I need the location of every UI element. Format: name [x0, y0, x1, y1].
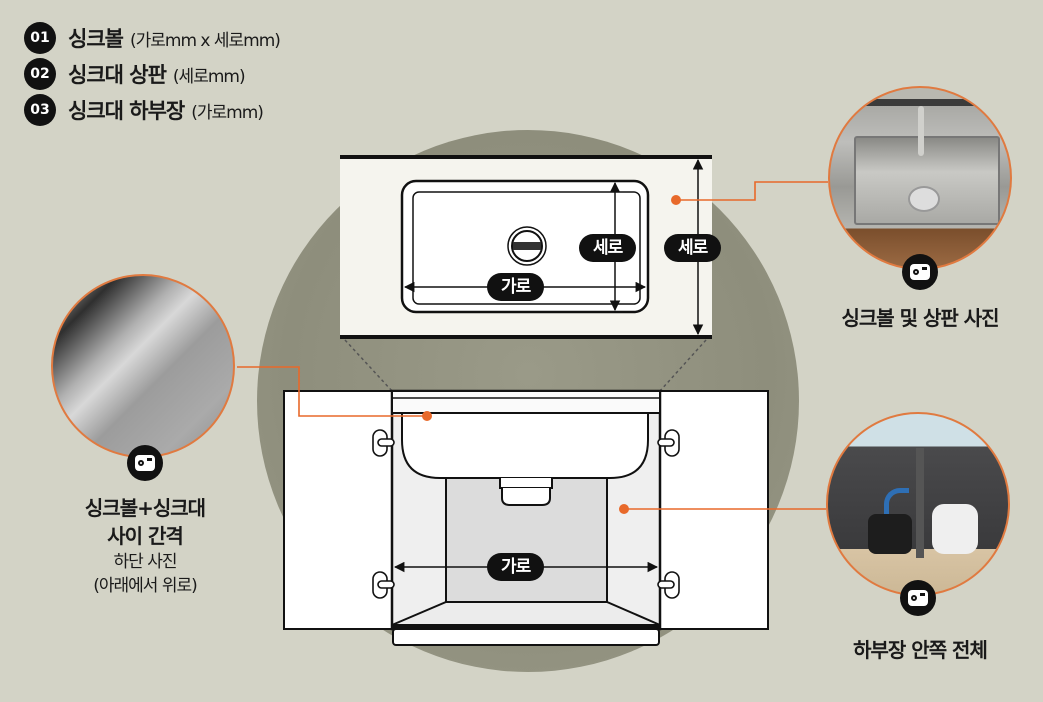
legend-sub: (가로mm)	[191, 102, 264, 123]
legend: 01 싱크볼 (가로mm x 세로mm) 02 싱크대 상판 (세로mm) 03…	[24, 20, 281, 128]
faucet-shape	[918, 106, 924, 156]
pump-shape	[868, 514, 912, 554]
legend-item-03: 03 싱크대 하부장 (가로mm)	[24, 92, 280, 128]
number-badge: 02	[24, 58, 56, 90]
countertop-top-view	[340, 155, 712, 339]
legend-title: 싱크대 상판	[68, 63, 167, 87]
pipe-shape	[884, 488, 909, 519]
camera-icon	[900, 580, 936, 616]
dimension-tag-counter-depth: 세로	[664, 234, 722, 262]
projection-lines	[344, 339, 707, 392]
caption-gap-sub2: (아래에서 위로)	[93, 576, 198, 596]
caption-gap-line2: 사이 간격	[107, 524, 184, 548]
camera-icon	[127, 445, 163, 481]
hinge-icons	[372, 429, 680, 599]
legend-item-02: 02 싱크대 상판 (세로mm)	[24, 56, 280, 92]
legend-title: 싱크볼	[68, 27, 124, 51]
caption-cabinet-inside: 하부장 안쪽 전체	[853, 638, 988, 662]
callout-dots	[422, 195, 681, 514]
caption-sink-countertop: 싱크볼 및 상판 사진	[841, 306, 999, 330]
drain-shape	[908, 186, 940, 212]
callout-connectors	[237, 181, 828, 510]
photo-bowl-cabinet-gap	[51, 274, 235, 458]
dimension-tag-bowl-depth: 세로	[579, 234, 637, 262]
camera-icon	[902, 254, 938, 290]
drain-icon	[507, 226, 547, 266]
legend-title: 싱크대 하부장	[68, 99, 185, 123]
dimension-tag-bowl-width: 가로	[487, 273, 545, 301]
legend-sub: (가로mm x 세로mm)	[129, 30, 281, 51]
photo-cabinet-inside	[826, 412, 1010, 596]
water-heater-shape	[932, 504, 978, 554]
caption-gap-sub1: 하단 사진	[113, 552, 178, 572]
number-badge: 03	[24, 94, 56, 126]
caption-gap: 싱크볼+싱크대 사이 간격 하단 사진 (아래에서 위로)	[40, 494, 250, 598]
legend-sub: (세로mm)	[172, 66, 246, 87]
photo-sink-countertop	[828, 86, 1012, 270]
dimension-tag-cabinet-width: 가로	[487, 553, 545, 581]
sink-basin-shape	[854, 136, 1000, 225]
cabinet-divider-shape	[916, 448, 924, 558]
number-badge: 01	[24, 22, 56, 54]
caption-gap-line1: 싱크볼+싱크대	[84, 496, 206, 520]
cabinet-front-view	[283, 389, 769, 646]
legend-item-01: 01 싱크볼 (가로mm x 세로mm)	[24, 20, 281, 56]
